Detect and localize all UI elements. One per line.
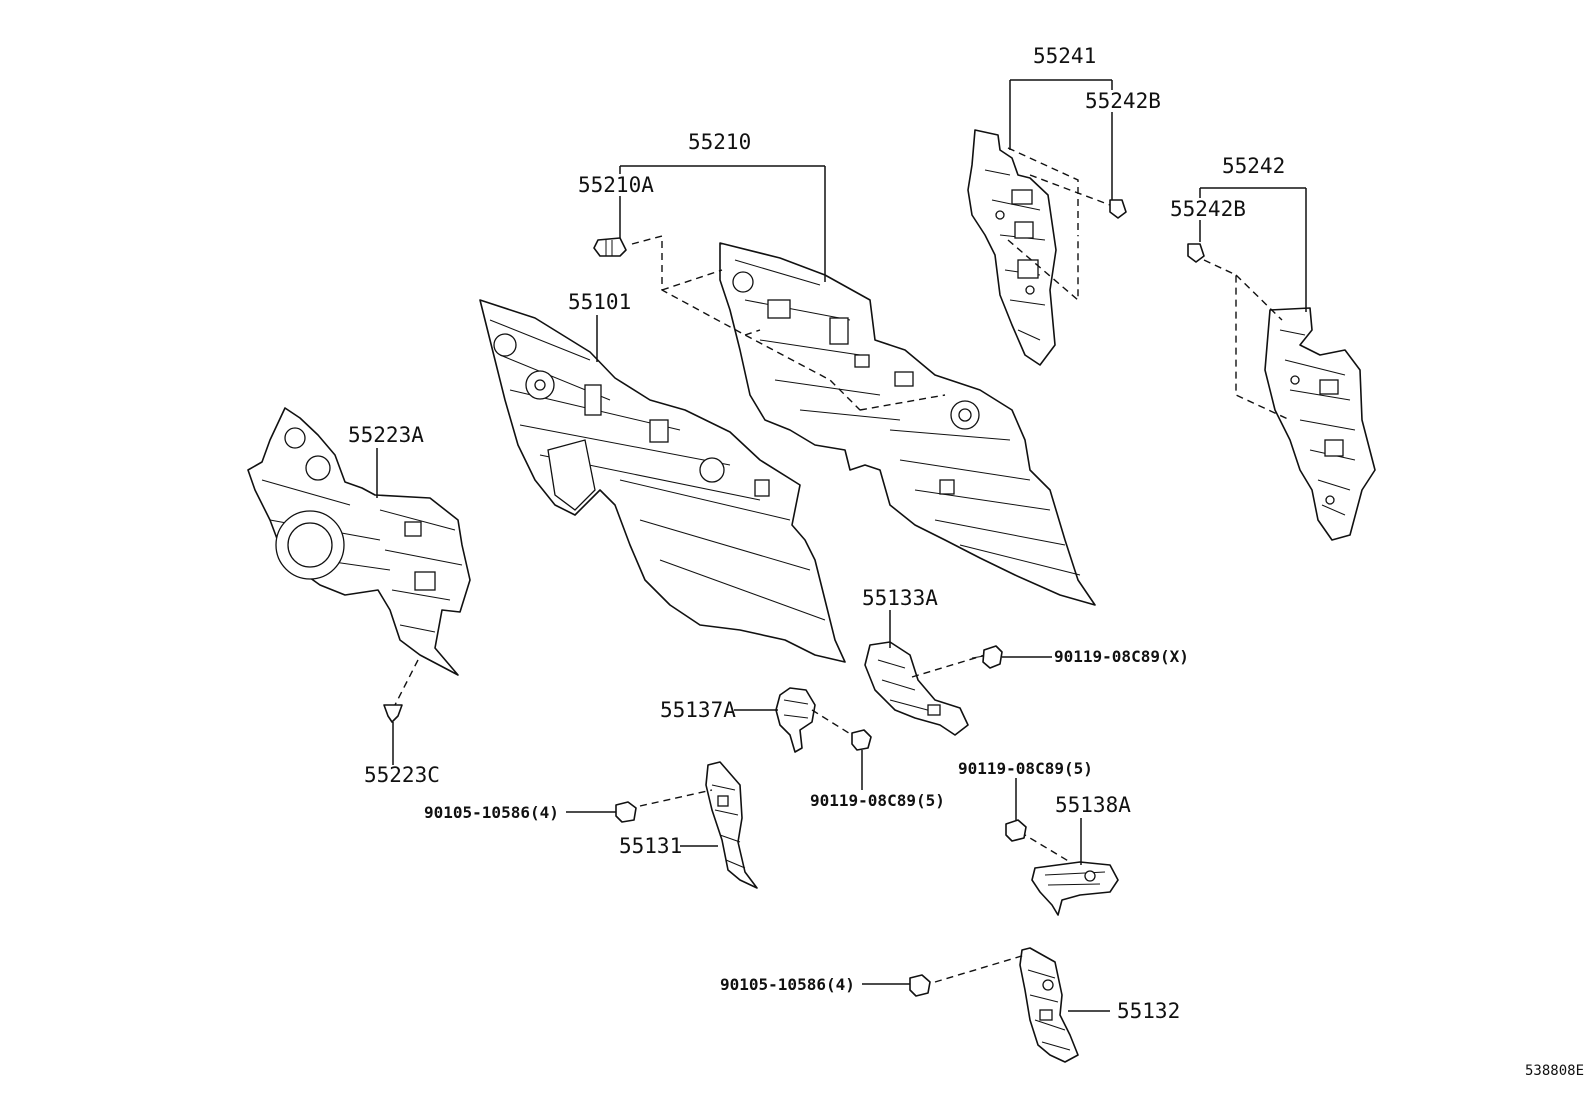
clip-55242B-a[interactable] [1109,199,1127,219]
clip-55242B-b[interactable] [1187,243,1205,263]
part-55223A-silencer[interactable] [247,407,471,676]
label-55138A: 55138A [1055,793,1131,817]
part-55210-silencer[interactable] [719,242,1096,606]
label-55242B-b: 55242B [1170,197,1246,221]
part-55137A-bracket[interactable] [775,687,816,753]
label-55132: 55132 [1117,999,1180,1023]
label-55223A: 55223A [348,423,424,447]
clip-55210A[interactable] [593,237,627,257]
label-55241: 55241 [1033,44,1096,68]
dash-90105a [639,789,713,807]
label-55131: 55131 [619,834,682,858]
dash-55137A [811,709,853,736]
label-90105-10586-a: 90105-10586(4) [424,803,559,822]
dash-55133A [911,654,986,678]
part-55133A-bracket[interactable] [864,641,969,736]
dash-55138A [1019,831,1071,863]
label-55223C: 55223C [364,763,440,787]
part-55242-bracket[interactable] [1264,307,1376,541]
bolt-90105b[interactable] [909,974,931,997]
label-55101: 55101 [568,290,631,314]
dash-55223C [394,659,419,706]
part-55138A-bracket[interactable] [1031,861,1119,916]
bolt-90119-5b[interactable] [1005,819,1027,842]
bolt-90119-5a[interactable] [851,729,872,751]
label-55133A: 55133A [862,586,938,610]
bolt-90105a[interactable] [615,801,637,823]
bolt-90119-X[interactable] [971,645,1003,669]
label-90105-10586-b: 90105-10586(4) [720,975,855,994]
dash-55241 [1007,147,1111,302]
label-55242B-a: 55242B [1085,89,1161,113]
dash-90105b [934,954,1026,983]
label-55210: 55210 [688,130,751,154]
label-90119-08C89-5b: 90119-08C89(5) [958,759,1093,778]
label-90119-08C89-X: 90119-08C89(X) [1054,647,1189,666]
part-55132-bracket[interactable] [1019,947,1079,1063]
dash-55210 [631,235,946,411]
clip-55223C[interactable] [383,704,403,723]
diagram-id: 538808E [1525,1063,1584,1079]
label-55210A: 55210A [578,173,654,197]
part-55131-bracket[interactable] [705,761,758,889]
part-55241-bracket[interactable] [967,129,1057,366]
part-55101-insulator[interactable] [479,299,846,663]
label-55242: 55242 [1222,154,1285,178]
label-90119-08C89-5a: 90119-08C89(5) [810,791,945,810]
label-55137A: 55137A [660,698,736,722]
dash-55242 [1203,259,1291,421]
